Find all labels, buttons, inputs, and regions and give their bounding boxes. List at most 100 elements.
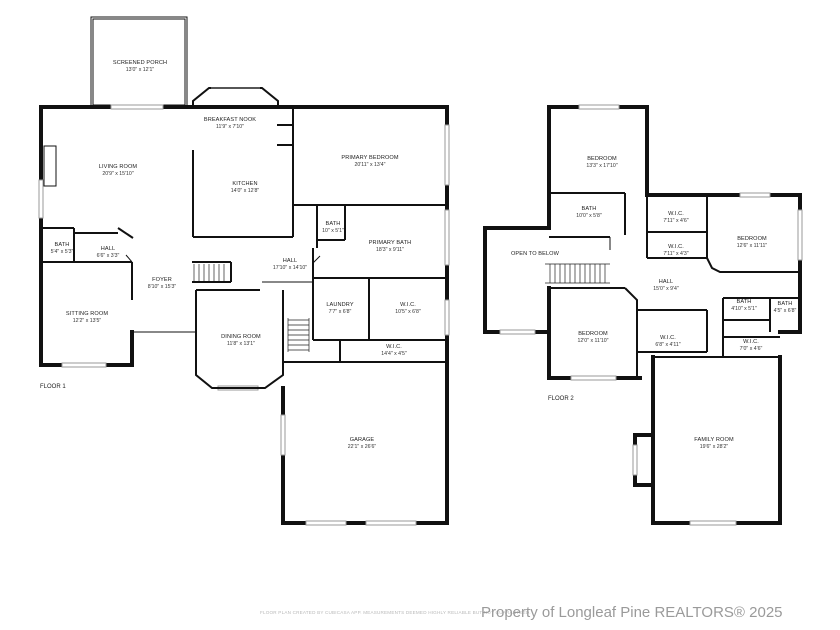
room-dimensions: 19'6" x 28'2"	[700, 444, 729, 450]
label-wic-4: W.I.C. 7'11" x 4'3"	[663, 244, 688, 257]
room-name: W.I.C.	[660, 335, 676, 341]
room-dimensions: 14'4" x 4'5"	[381, 351, 407, 357]
room-name: FOYER	[152, 277, 172, 283]
label-garage: GARAGE 22'1" x 26'6"	[348, 437, 377, 450]
label-bedroom-top: BEDROOM 13'3" x 17'10"	[586, 156, 617, 169]
label-foyer: FOYER 8'10" x 15'3"	[148, 277, 177, 290]
room-dimensions: 11'8" x 13'1"	[227, 341, 255, 347]
room-name: BEDROOM	[737, 236, 767, 242]
room-name: LAUNDRY	[326, 302, 353, 308]
room-name: FAMILY ROOM	[694, 437, 734, 443]
room-dimensions: 6'6" x 3'3"	[97, 253, 120, 259]
room-dimensions: 11'9" x 7'10"	[216, 124, 244, 130]
room-name: BREAKFAST NOOK	[204, 117, 256, 123]
room-dimensions: 7'11" x 4'6"	[663, 218, 688, 224]
room-dimensions: 10'0" x 5'8"	[576, 213, 602, 219]
label-laundry: LAUNDRY 7'7" x 6'8"	[326, 302, 353, 315]
label-wic-1: W.I.C. 10'5" x 6'8"	[395, 302, 421, 315]
room-name: HALL	[101, 246, 115, 252]
room-dimensions: 7'7" x 6'8"	[329, 309, 352, 315]
room-dimensions: 10" x 5'1"	[322, 228, 344, 234]
label-bath-1: BATH 5'4" x 5'3"	[51, 242, 74, 255]
breakfast-nook-walls	[192, 87, 279, 107]
floor-2-interior-walls	[549, 192, 800, 378]
label-bath-2b: BATH 4'10" x 5'1"	[731, 299, 757, 312]
room-dimensions: 4'10" x 5'1"	[731, 306, 757, 312]
room-name: BATH	[778, 301, 793, 307]
room-name: HALL	[659, 279, 673, 285]
room-name: GARAGE	[350, 437, 375, 443]
label-bedroom-right: BEDROOM 12'6" x 11'11"	[737, 236, 768, 249]
floor-2-windows	[499, 104, 803, 526]
room-dimensions: 13'3" x 17'10"	[586, 163, 617, 169]
room-name: W.I.C.	[400, 302, 416, 308]
floor-1-windows	[38, 104, 450, 526]
floor-2-stairs	[545, 263, 610, 284]
room-dimensions: 12'6" x 11'11"	[737, 243, 768, 249]
floor-1-interior-walls	[41, 107, 447, 389]
label-screened-porch: SCREENED PORCH 13'0" x 12'1"	[113, 60, 167, 73]
room-dimensions: 15'0" x 9'4"	[653, 286, 679, 292]
room-name: W.I.C.	[386, 344, 402, 350]
room-name: PRIMARY BEDROOM	[341, 155, 398, 161]
floor-2-outer-walls	[483, 105, 802, 525]
floor-1-stairs	[193, 264, 310, 352]
label-bath-2a: BATH 10'0" x 5'8"	[576, 206, 602, 219]
floor-2-plan: BEDROOM 13'3" x 17'10" BATH 10'0" x 5'8"…	[483, 104, 803, 526]
label-bedroom-bottom: BEDROOM 12'0" x 11'10"	[578, 331, 609, 344]
room-name: BEDROOM	[578, 331, 608, 337]
room-name: LIVING ROOM	[99, 164, 138, 170]
room-dimensions: 7'0" x 4'6"	[740, 346, 763, 352]
label-primary-bedroom: PRIMARY BEDROOM 20'11" x 13'4"	[341, 155, 398, 168]
room-dimensions: 5'4" x 5'3"	[51, 249, 74, 255]
open-to-below-label: OPEN TO BELOW	[511, 251, 560, 257]
room-dimensions: 12'2" x 13'5"	[73, 318, 102, 324]
room-dimensions: 8'10" x 15'3"	[148, 284, 177, 290]
room-name: W.I.C.	[668, 244, 684, 250]
room-name: KITCHEN	[232, 181, 257, 187]
room-name: SCREENED PORCH	[113, 60, 167, 66]
label-hall-2: HALL 17'10" x 14'10"	[273, 258, 307, 271]
label-bath-2c: BATH 4'5" x 6'8"	[774, 301, 797, 314]
room-dimensions: 17'10" x 14'10"	[273, 265, 307, 271]
room-dimensions: 4'5" x 6'8"	[774, 308, 797, 314]
label-wic-6: W.I.C. 7'0" x 4'6"	[740, 339, 763, 352]
room-name: HALL	[283, 258, 297, 264]
label-dining-room: DINING ROOM 11'8" x 13'1"	[221, 334, 261, 347]
label-wic-5: W.I.C. 6'8" x 4'11"	[655, 335, 680, 348]
room-dimensions: 10'5" x 6'8"	[395, 309, 421, 315]
label-primary-bath: PRIMARY BATH 18'3" x 9'11"	[369, 240, 412, 253]
label-family-room: FAMILY ROOM 19'6" x 28'2"	[694, 437, 734, 450]
room-dimensions: 12'0" x 11'10"	[578, 338, 609, 344]
label-hall-3: HALL 15'0" x 9'4"	[653, 279, 679, 292]
floor-1-label: FLOOR 1	[40, 384, 66, 390]
room-name: W.I.C.	[668, 211, 684, 217]
room-dimensions: 22'1" x 26'6"	[348, 444, 377, 450]
room-dimensions: 20'11" x 13'4"	[355, 162, 386, 168]
label-kitchen: KITCHEN 14'0" x 12'8"	[231, 181, 260, 194]
room-name: BEDROOM	[587, 156, 617, 162]
label-wic-2: W.I.C. 14'4" x 4'5"	[381, 344, 407, 357]
room-dimensions: 6'8" x 4'11"	[655, 342, 680, 348]
label-breakfast-nook: BREAKFAST NOOK 11'9" x 7'10"	[204, 117, 256, 130]
label-bath-small: BATH 10" x 5'1"	[322, 221, 344, 234]
floor-1-plan: SCREENED PORCH 13'0" x 12'1" BREAKFAST N…	[38, 16, 450, 526]
label-living-room: LIVING ROOM 20'9" x 15'10"	[99, 164, 138, 177]
label-sitting-room: SITTING ROOM 12'2" x 13'5"	[66, 311, 108, 324]
room-name: BATH	[737, 299, 752, 305]
room-dimensions: 18'3" x 9'11"	[376, 247, 404, 253]
label-hall-1: HALL 6'6" x 3'3"	[97, 246, 120, 259]
floor-2-label: FLOOR 2	[548, 396, 574, 402]
watermark-text: Property of Longleaf Pine REALTORS® 2025	[481, 604, 783, 621]
room-name: DINING ROOM	[221, 334, 261, 340]
room-name: PRIMARY BATH	[369, 240, 412, 246]
room-dimensions: 13'0" x 12'1"	[126, 67, 155, 73]
room-name: BATH	[326, 221, 341, 227]
floor-plan-credit: FLOOR PLAN CREATED BY CUBICASA APP. MEAS…	[260, 610, 531, 615]
label-wic-3: W.I.C. 7'11" x 4'6"	[663, 211, 688, 224]
room-dimensions: 14'0" x 12'8"	[231, 188, 260, 194]
fireplace	[43, 145, 57, 187]
room-name: BATH	[582, 206, 597, 212]
room-dimensions: 20'9" x 15'10"	[102, 171, 133, 177]
